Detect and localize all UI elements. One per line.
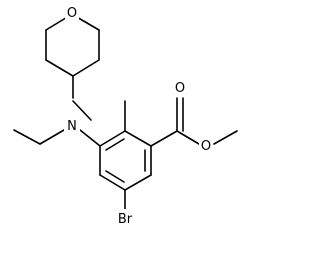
bond [99,174,126,191]
ring-oxygen-label: O [67,6,77,21]
bond [99,130,126,147]
ester-oxygen-label: O [201,139,211,154]
bond [124,130,152,147]
atom-labels: O N O O Br [64,4,213,227]
bond [45,59,74,77]
bond [13,129,41,145]
bond [79,129,101,147]
oxane-ring [45,15,100,77]
bond [150,130,178,147]
bond [105,138,125,151]
amine-nitrogen-label: N [67,119,77,134]
bond [72,100,92,121]
bond [39,129,65,145]
bond [105,170,125,183]
bond [176,130,200,145]
benzene-ring [99,130,152,191]
bond [213,130,238,145]
molecule-svg: O N O O Br [13,4,238,227]
bromine-label: Br [118,212,133,227]
structure-diagram: O N O O Br [13,4,238,227]
bond [124,174,152,191]
bond [72,59,100,77]
ester-group [150,97,238,147]
ethyl-group [13,129,65,145]
carbonyl-oxygen-label: O [175,81,185,96]
